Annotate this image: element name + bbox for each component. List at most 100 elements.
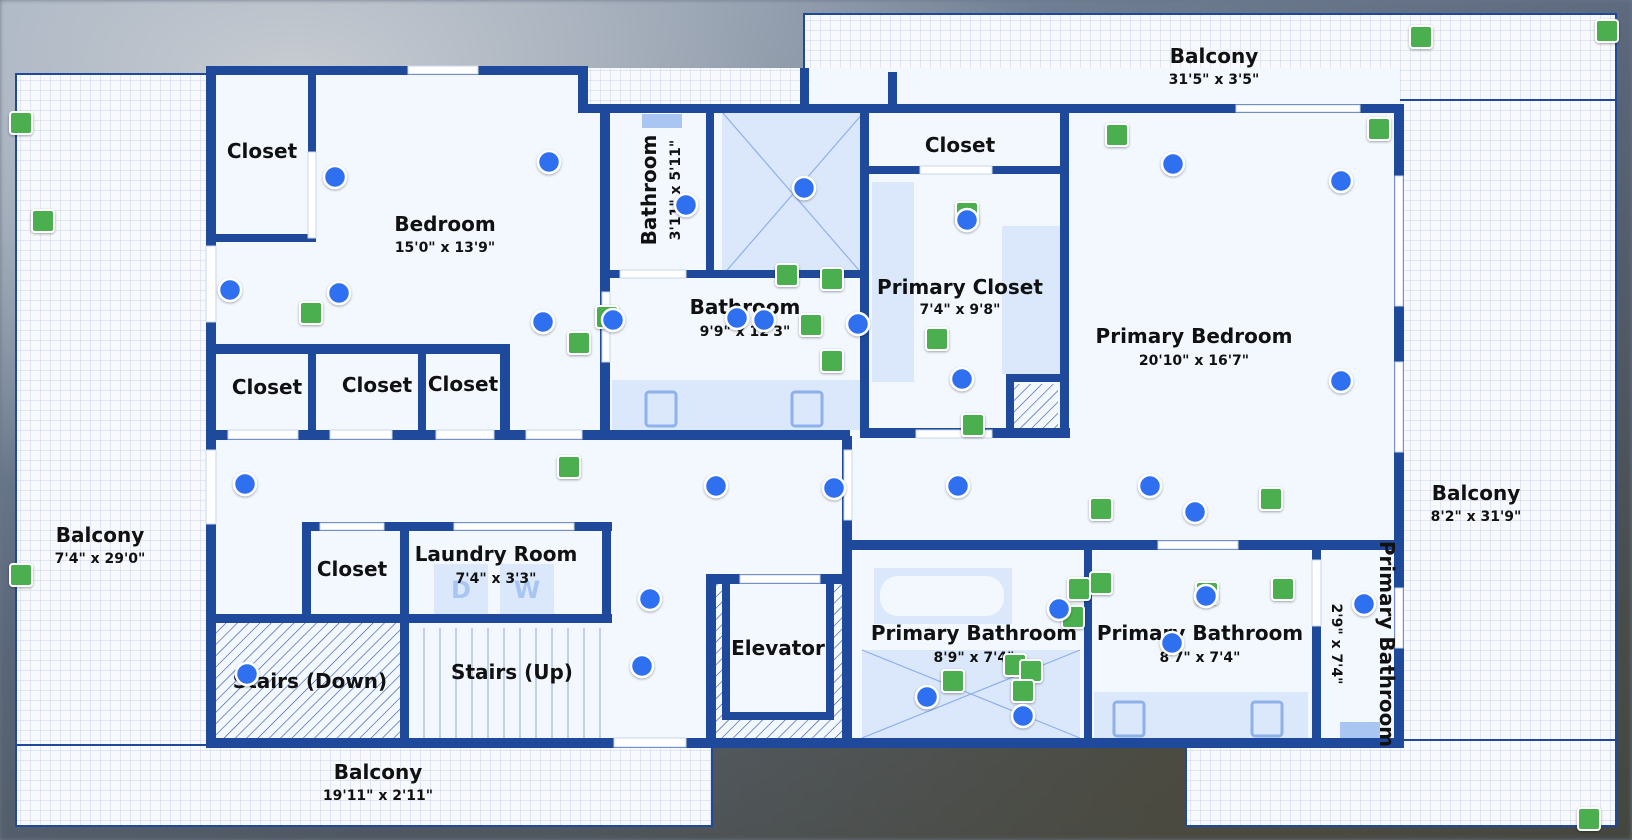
room-dims-balcony-top: 31'5" x 3'5" — [1169, 72, 1260, 88]
dryer-icon: D — [451, 576, 471, 604]
circle-marker-icon[interactable] — [673, 192, 699, 218]
room-label-balcony-top: Balcony — [1170, 44, 1258, 68]
square-marker-icon[interactable] — [820, 267, 844, 291]
room-label-closet-5: Closet — [317, 557, 388, 581]
square-marker-icon[interactable] — [9, 111, 33, 135]
room-label-balcony-bottom: Balcony — [334, 760, 422, 784]
circle-marker-icon[interactable] — [536, 149, 562, 175]
circle-marker-icon[interactable] — [1010, 703, 1036, 729]
square-marker-icon[interactable] — [1259, 487, 1283, 511]
room-dims-bathroom-small: 3'11" x 5'11" — [668, 140, 684, 240]
room-label-primary-bathroom-1: Primary Bathroom — [871, 621, 1077, 645]
circle-marker-icon[interactable] — [914, 684, 940, 710]
circle-marker-icon[interactable] — [751, 307, 777, 333]
room-label-bathroom-small: Bathroom — [637, 135, 661, 246]
room-label-primary-bathroom-2: Primary Bathroom — [1097, 621, 1303, 645]
room-dims-primary-closet: 7'4" x 9'8" — [920, 302, 1001, 318]
circle-marker-icon[interactable] — [1182, 499, 1208, 525]
square-marker-icon[interactable] — [1409, 25, 1433, 49]
circle-marker-icon[interactable] — [1351, 591, 1377, 617]
circle-marker-icon[interactable] — [1160, 151, 1186, 177]
square-marker-icon[interactable] — [557, 455, 581, 479]
stairs-up-treads — [423, 628, 601, 738]
square-marker-icon[interactable] — [1089, 571, 1113, 595]
room-label-balcony-right: Balcony — [1432, 481, 1520, 505]
room-label-bedroom: Bedroom — [394, 212, 495, 236]
room-dims-primary-bathroom-3: 2'9" x 7'4" — [1328, 604, 1344, 685]
square-marker-icon[interactable] — [925, 327, 949, 351]
balcony-left-area — [15, 73, 213, 827]
circle-marker-icon[interactable] — [954, 207, 980, 233]
room-label-closet-3: Closet — [342, 373, 413, 397]
circle-marker-icon[interactable] — [1328, 368, 1354, 394]
circle-marker-icon[interactable] — [945, 473, 971, 499]
circle-marker-icon[interactable] — [724, 305, 750, 331]
room-label-stairs-up: Stairs (Up) — [451, 660, 573, 684]
circle-marker-icon[interactable] — [1046, 596, 1072, 622]
square-marker-icon[interactable] — [1595, 19, 1619, 43]
square-marker-icon[interactable] — [1577, 807, 1601, 831]
room-dims-balcony-right: 8'2" x 31'9" — [1431, 509, 1522, 525]
hatched-areas — [216, 384, 1058, 738]
circle-marker-icon[interactable] — [322, 164, 348, 190]
room-dims-primary-bathroom-2: 8'7" x 7'4" — [1160, 650, 1241, 666]
room-label-primary-bathroom-3: Primary Bathroom — [1375, 541, 1399, 747]
circle-marker-icon[interactable] — [1328, 168, 1354, 194]
square-marker-icon[interactable] — [1019, 659, 1043, 683]
balcony-bottom-area — [15, 744, 713, 827]
circle-marker-icon[interactable] — [845, 311, 871, 337]
circle-marker-icon[interactable] — [791, 175, 817, 201]
square-marker-icon[interactable] — [1089, 497, 1113, 521]
circle-marker-icon[interactable] — [234, 661, 260, 687]
room-label-closet-1: Closet — [227, 139, 298, 163]
room-label-closet-4: Closet — [428, 372, 499, 396]
square-marker-icon[interactable] — [9, 563, 33, 587]
room-dims-laundry-room: 7'4" x 3'3" — [456, 571, 537, 587]
circle-marker-icon[interactable] — [629, 653, 655, 679]
room-dims-bedroom: 15'0" x 13'9" — [395, 240, 495, 256]
square-marker-icon[interactable] — [941, 669, 965, 693]
circle-marker-icon[interactable] — [217, 277, 243, 303]
room-dims-balcony-left: 7'4" x 29'0" — [55, 551, 146, 567]
circle-marker-icon[interactable] — [530, 309, 556, 335]
square-marker-icon[interactable] — [31, 209, 55, 233]
square-marker-icon[interactable] — [1367, 117, 1391, 141]
square-marker-icon[interactable] — [799, 313, 823, 337]
room-label-balcony-left: Balcony — [56, 523, 144, 547]
square-marker-icon[interactable] — [567, 331, 591, 355]
circle-marker-icon[interactable] — [637, 586, 663, 612]
circle-marker-icon[interactable] — [1193, 583, 1219, 609]
square-marker-icon[interactable] — [1011, 679, 1035, 703]
washer-dryer: D W — [434, 564, 554, 616]
sink-icons — [644, 390, 1284, 738]
room-label-elevator: Elevator — [731, 636, 825, 660]
square-marker-icon[interactable] — [961, 413, 985, 437]
doors-windows — [205, 65, 1404, 748]
wet-areas — [436, 111, 1380, 739]
square-marker-icon[interactable] — [775, 263, 799, 287]
circle-marker-icon[interactable] — [1137, 473, 1163, 499]
room-dims-primary-bedroom: 20'10" x 16'7" — [1139, 353, 1249, 369]
circle-marker-icon[interactable] — [821, 475, 847, 501]
balcony-bottom-right-area — [1185, 739, 1617, 827]
blue-markers[interactable] — [217, 149, 1377, 729]
room-label-primary-bedroom: Primary Bedroom — [1096, 324, 1293, 348]
room-dims-balcony-bottom: 19'11" x 2'11" — [323, 788, 433, 804]
square-marker-icon[interactable] — [1105, 123, 1129, 147]
circle-marker-icon[interactable] — [703, 473, 729, 499]
circle-marker-icon[interactable] — [232, 471, 258, 497]
circle-marker-icon[interactable] — [949, 366, 975, 392]
circle-marker-icon[interactable] — [326, 280, 352, 306]
square-marker-icon[interactable] — [820, 349, 844, 373]
square-marker-icon[interactable] — [1067, 577, 1091, 601]
room-label-laundry-room: Laundry Room — [415, 542, 578, 566]
square-marker-icon[interactable] — [299, 301, 323, 325]
circle-marker-icon[interactable] — [1159, 630, 1185, 656]
room-dims-primary-bathroom-1: 8'9" x 7'4" — [934, 650, 1015, 666]
washer-icon: W — [514, 576, 540, 604]
circle-marker-icon[interactable] — [600, 307, 626, 333]
room-label-closet-2: Closet — [232, 375, 303, 399]
square-marker-icon[interactable] — [1271, 577, 1295, 601]
balcony-right-area — [1397, 99, 1617, 827]
